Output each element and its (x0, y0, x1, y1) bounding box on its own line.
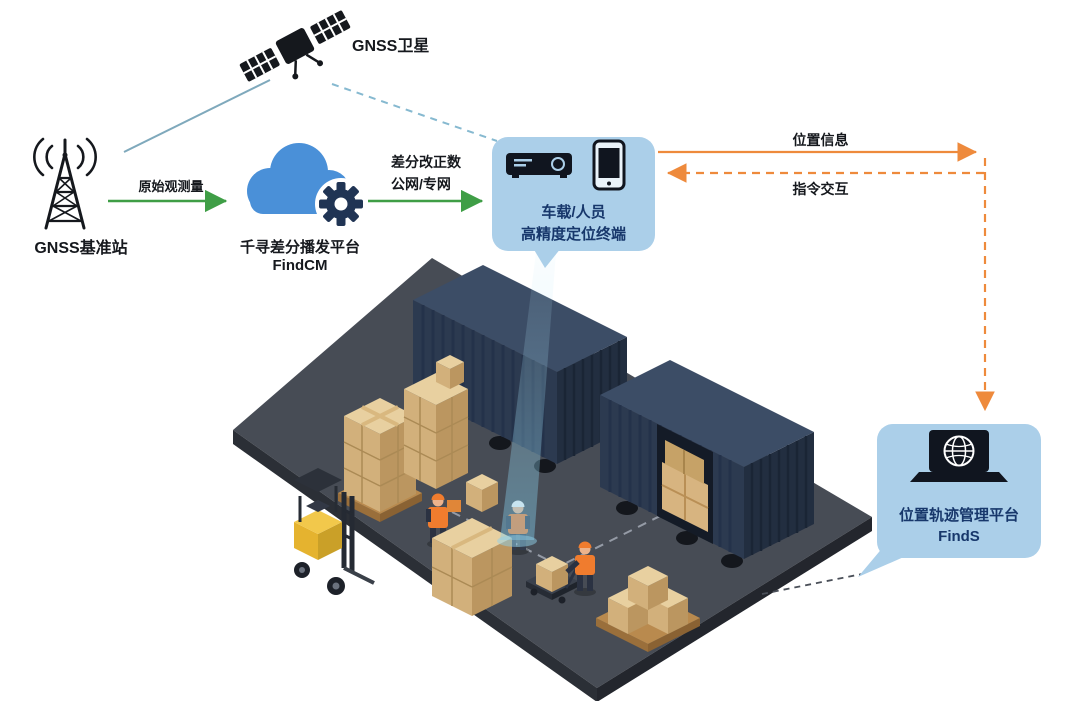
globe-icon (943, 435, 975, 467)
warehouse-scene (233, 258, 872, 701)
terminal-node: 车载/人员 高精度定位终端 (492, 137, 655, 251)
terminal-label-line2: 高精度定位终端 (520, 226, 626, 243)
scene-to-platform-link (761, 573, 863, 595)
raw-observation-label: 原始观测量 (138, 179, 204, 194)
cloud-platform-icon (247, 143, 367, 230)
satellite-icon (239, 10, 351, 82)
box-stack-c (431, 518, 513, 616)
smartphone-icon (592, 139, 626, 191)
forklift (294, 468, 375, 595)
receiver-icon (506, 153, 572, 178)
command-interaction-label: 指令交互 (792, 181, 849, 197)
cloud-platform-title: 千寻差分播发平台 (239, 239, 360, 256)
correction-label-line1: 差分改正数 (391, 154, 461, 170)
terminal-devices-icons (506, 139, 626, 191)
laptop-globe-icon (910, 430, 1008, 482)
base-station-icon (33, 137, 97, 230)
container-open-door (657, 424, 713, 544)
management-label-product: FindS (938, 528, 980, 545)
box-stack-a (338, 398, 422, 522)
cloud-platform-product: FindCM (272, 257, 328, 274)
box-stack-d (596, 566, 700, 652)
base-station-label: GNSS基准站 (34, 240, 128, 257)
container-2 (600, 360, 814, 568)
gear-icon (319, 182, 363, 226)
correction-label-line2: 公网/专网 (391, 176, 451, 192)
satellite-to-base-line (123, 79, 271, 153)
satellite-to-terminal-line (331, 83, 498, 142)
box-stack-b (403, 355, 469, 489)
terminal-label-line1: 车载/人员 (541, 204, 606, 221)
warehouse-platform (233, 258, 872, 701)
management-platform-node: 位置轨迹管理平台 FindS (877, 424, 1041, 558)
satellite-label: GNSS卫星 (352, 38, 430, 55)
management-label-title: 位置轨迹管理平台 (898, 507, 1019, 524)
positioning-beam (497, 252, 556, 547)
position-info-label: 位置信息 (792, 132, 849, 148)
terminal-bubble-tail (533, 248, 561, 268)
pallet-jack (526, 556, 580, 604)
single-box (466, 474, 498, 512)
worker-pallet-jack (565, 541, 596, 596)
